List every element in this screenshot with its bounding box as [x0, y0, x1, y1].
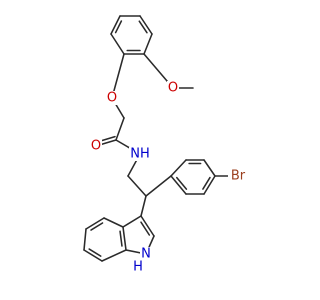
- bond-line: [127, 175, 147, 197]
- bond-line: [83, 228, 87, 251]
- bond-line: [110, 15, 121, 35]
- double-bond-line: [138, 20, 148, 34]
- amide-nh-label-background: [129, 147, 151, 161]
- methoxy-oxygen-label: O: [168, 81, 178, 96]
- bond-line: [103, 217, 124, 228]
- methoxy-oxygen-label-background: [167, 81, 179, 95]
- bond-line: [115, 117, 125, 141]
- ether-oxygen-label-background: [106, 91, 118, 105]
- double-bond-line: [90, 222, 104, 231]
- bromine-label: Br: [231, 169, 246, 184]
- ether-oxygen-label: O: [107, 91, 117, 106]
- indole-n-label: N: [141, 247, 151, 262]
- bond-line: [203, 159, 216, 177]
- double-bond-line: [176, 176, 188, 190]
- bond-line: [140, 215, 155, 237]
- double-bond-line: [140, 221, 151, 236]
- bond-line: [143, 33, 153, 55]
- bond-line: [111, 53, 125, 99]
- bond-line: [170, 159, 187, 177]
- bond-line: [122, 215, 142, 228]
- bond-line: [101, 249, 127, 262]
- bond-line: [139, 15, 153, 35]
- bond-line: [170, 175, 187, 195]
- indole-h-label: H: [133, 260, 143, 275]
- bond-line: [145, 175, 172, 197]
- carbonyl-oxygen-label: O: [91, 139, 101, 154]
- carbonyl-oxygen-label-background: [90, 139, 102, 153]
- bond-line: [203, 175, 216, 195]
- indole-n-label-background: [140, 247, 152, 261]
- bond-line: [85, 217, 105, 230]
- indole-h-label-background: [133, 261, 143, 273]
- double-bond-line: [119, 230, 123, 247]
- double-bond-line: [114, 20, 123, 34]
- bond-line: [122, 226, 127, 251]
- bromine-label-background: [228, 169, 248, 183]
- amide-nh-label: NH: [130, 147, 150, 162]
- bond-line: [110, 33, 125, 55]
- double-bond-line: [202, 176, 211, 190]
- double-bond-line: [88, 248, 102, 257]
- bond-line: [83, 249, 103, 262]
- bond-line: [140, 195, 147, 217]
